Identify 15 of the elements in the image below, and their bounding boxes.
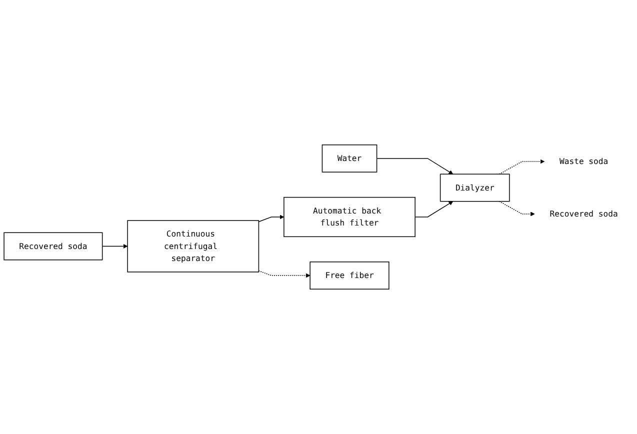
- node-box: Continuous centrifugal separator: [127, 220, 260, 272]
- arrow: [414, 201, 454, 218]
- arrow: [499, 200, 535, 216]
- node-box: Water: [322, 144, 378, 172]
- arrow: [258, 214, 284, 222]
- node-box: Dialyzer: [440, 174, 510, 202]
- node-text: Recovered soda: [550, 208, 618, 219]
- arrow: [102, 244, 128, 248]
- arrow: [258, 270, 310, 278]
- arrow: [499, 159, 545, 174]
- node-text: Waste soda: [560, 156, 608, 166]
- arrow: [376, 158, 454, 174]
- node-box: Free fiber: [310, 262, 390, 290]
- node-box: Recovered soda: [4, 232, 103, 260]
- node-box: Automatic back flush filter: [284, 196, 416, 238]
